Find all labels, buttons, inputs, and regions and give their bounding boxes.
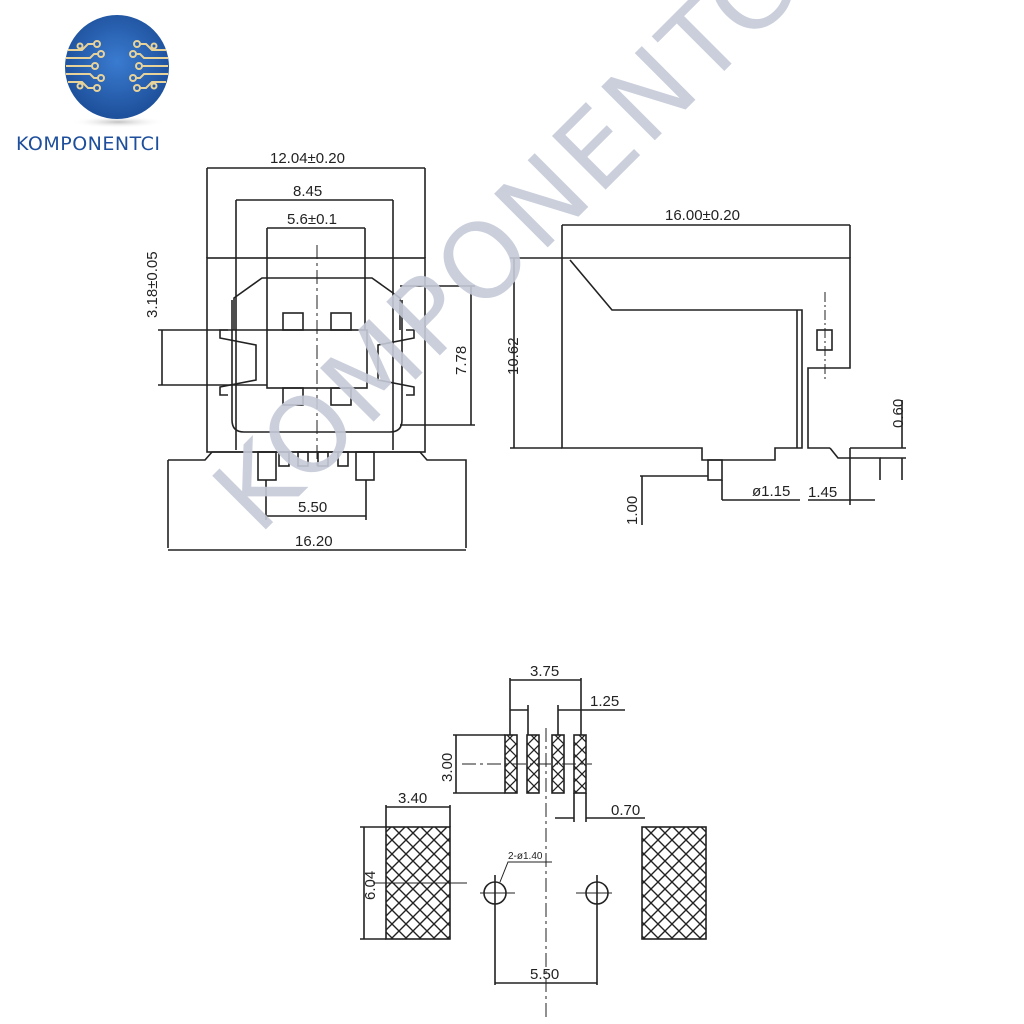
dim-base-width: 16.20 xyxy=(295,533,333,550)
dim-pad-height: 3.00 xyxy=(439,753,456,782)
dim-holes-pitch: 5.50 xyxy=(530,966,559,983)
dim-peg-length: 1.00 xyxy=(624,496,641,525)
dim-shell-width: 8.45 xyxy=(293,183,322,200)
dim-peg-diameter: ø1.15 xyxy=(752,483,790,500)
dim-pin-pitch: 5.50 xyxy=(298,499,327,516)
dim-side-height: 10.62 xyxy=(505,337,522,375)
dim-opening-width: 5.6±0.1 xyxy=(287,211,337,228)
dim-pad-width: 0.70 xyxy=(611,802,640,819)
front-view xyxy=(158,167,475,551)
dim-holes: 2-ø1.40 xyxy=(508,851,543,862)
dim-opening-height: 3.18±0.05 xyxy=(144,251,161,318)
dim-overall-width: 12.04±0.20 xyxy=(270,150,345,167)
dim-pins-span: 3.75 xyxy=(530,663,559,680)
dim-mount-pad-width: 3.40 xyxy=(398,790,427,807)
dim-tab-thickness: 0.60 xyxy=(890,399,907,428)
dim-length: 16.00±0.20 xyxy=(665,207,740,224)
dim-height: 7.78 xyxy=(453,346,470,375)
footprint-view xyxy=(360,678,707,1020)
dim-mount-pad-height: 6.04 xyxy=(362,871,379,900)
side-view xyxy=(510,224,906,525)
brand-name: KOMPONENTCI xyxy=(16,133,161,155)
circuit-globe-icon xyxy=(65,15,169,128)
dim-tab-length: 1.45 xyxy=(808,484,837,501)
dim-fp-pin-pitch: 1.25 xyxy=(590,693,619,710)
brand-logo: KOMPONENTCI xyxy=(0,0,240,170)
